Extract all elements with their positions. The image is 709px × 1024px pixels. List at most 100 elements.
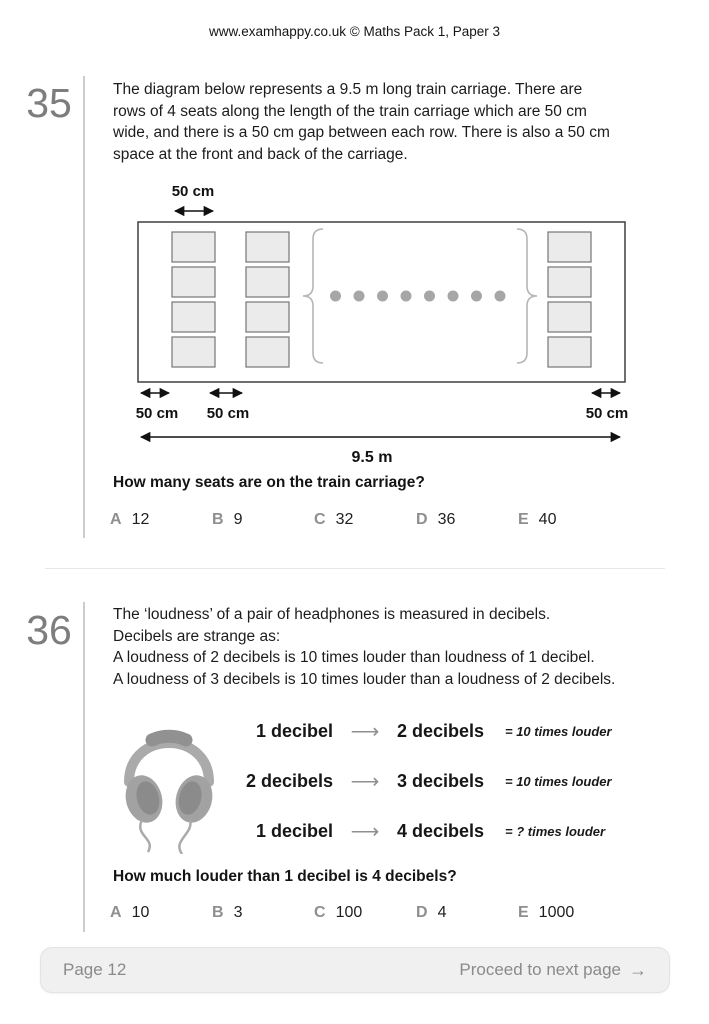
decibel-note: = 10 times louder <box>505 773 612 789</box>
decibel-from: 1 decibel <box>255 820 333 841</box>
question-36-rule <box>83 602 85 932</box>
question-divider <box>45 568 665 569</box>
seat-rect <box>245 301 290 333</box>
right-wire <box>178 819 192 854</box>
option-letter: A <box>110 904 122 921</box>
seat-rect <box>171 231 216 263</box>
seat-rect <box>245 231 290 263</box>
decibel-to: 2 decibels <box>397 720 485 741</box>
seat-rect <box>245 336 290 368</box>
dot <box>353 290 365 302</box>
question-35-prompt: The diagram below represents a 9.5 m lon… <box>113 79 610 166</box>
decibel-note: = ? times louder <box>505 823 606 839</box>
right-arrow-icon: ⟶ <box>350 770 380 793</box>
page-header-title: www.examhappy.co.uk © Maths Pack 1, Pape… <box>208 24 501 39</box>
seat-rect <box>171 336 216 368</box>
option-value: 3 <box>233 904 243 921</box>
option-a: A 10 <box>110 904 212 922</box>
option-value: 32 <box>335 511 354 528</box>
option-value: 40 <box>538 511 557 528</box>
hidden-rows-dots <box>330 290 506 302</box>
prompt-line: A loudness of 3 decibels is 10 times lou… <box>113 671 616 689</box>
left-earcup <box>125 775 163 823</box>
dot <box>330 290 341 302</box>
option-value: 1000 <box>538 904 575 921</box>
dot <box>494 290 506 302</box>
seat-rect <box>547 301 592 333</box>
page-number-label: Page 12 <box>63 960 127 979</box>
option-letter: D <box>416 904 428 921</box>
option-letter: B <box>212 904 224 921</box>
decibel-from: 1 decibel <box>255 720 333 741</box>
seat-rect <box>171 266 216 298</box>
left-brace <box>302 228 324 364</box>
right-arrow-icon: ⟶ <box>350 720 380 743</box>
question-35-text: How many seats are on the train carriage… <box>113 474 425 491</box>
question-36-text: How much louder than 1 decibel is 4 deci… <box>113 868 457 885</box>
headband-pad <box>145 729 193 747</box>
option-letter: B <box>212 511 224 528</box>
total-length-label: 9.5 m <box>352 449 393 466</box>
prompt-line: The ‘loudness’ of a pair of headphones i… <box>113 606 551 623</box>
seat-rect <box>245 266 290 298</box>
option-letter: C <box>314 511 326 528</box>
dot <box>471 290 482 302</box>
option-value: 12 <box>131 511 150 528</box>
footer-bar: Page 12 Proceed to next page → <box>40 947 670 993</box>
right-earcup <box>175 775 213 823</box>
back-gap-label: 50 cm <box>586 405 629 422</box>
dot <box>400 290 412 302</box>
decibel-row-1: 1 decibel ⟶ 2 decibels = 10 times louder <box>113 716 658 746</box>
seat-column-front <box>171 231 216 368</box>
carriage-outline <box>137 221 626 383</box>
dot <box>447 290 459 302</box>
decibel-note: = 10 times louder <box>505 723 612 739</box>
decibel-from: 2 decibels <box>245 770 333 791</box>
dot <box>377 290 388 302</box>
arrow-right-icon: → <box>629 959 647 980</box>
decibel-row-3: 1 decibel ⟶ 4 decibels = ? times louder <box>113 816 658 846</box>
dot <box>424 290 435 302</box>
train-carriage-diagram: 50 cm <box>136 183 629 466</box>
seat-rect <box>171 301 216 333</box>
option-letter: E <box>518 511 529 528</box>
prompt-line: wide, and there is a 50 cm gap between e… <box>113 124 610 142</box>
option-value: 100 <box>335 904 363 921</box>
row-gap-label: 50 cm <box>207 405 250 422</box>
right-arrow-icon: ⟶ <box>350 820 380 843</box>
headphones-icon <box>124 729 214 854</box>
prompt-line: rows of 4 seats along the length of the … <box>113 102 587 120</box>
option-letter: A <box>110 511 122 528</box>
seat-width-label: 50 cm <box>172 183 215 200</box>
seat-column-back <box>547 231 592 368</box>
option-letter: E <box>518 904 529 921</box>
proceed-label: Proceed to next page <box>459 960 621 979</box>
proceed-next-page-button[interactable]: Proceed to next page → <box>459 960 647 981</box>
seat-column-second <box>245 231 290 368</box>
prompt-line: A loudness of 2 decibels is 10 times lou… <box>113 649 595 667</box>
left-wire <box>139 819 151 853</box>
prompt-line: space at the front and back of the carri… <box>113 146 408 164</box>
front-gap-label: 50 cm <box>136 405 179 422</box>
option-c: C 100 <box>314 904 416 922</box>
headband <box>124 738 214 787</box>
option-d: D 36 <box>416 511 518 529</box>
prompt-line: The diagram below represents a 9.5 m lon… <box>113 81 583 98</box>
option-value: 4 <box>437 904 447 921</box>
option-value: 10 <box>131 904 150 921</box>
option-e: E 40 <box>518 511 620 529</box>
decibel-row-2: 2 decibels ⟶ 3 decibels = 10 times loude… <box>113 766 658 796</box>
option-letter: C <box>314 904 326 921</box>
option-c: C 32 <box>314 511 416 529</box>
question-36-number: 36 <box>26 607 72 653</box>
option-a: A 12 <box>110 511 212 529</box>
question-35-number: 35 <box>26 80 72 126</box>
right-brace <box>516 228 538 364</box>
option-e: E 1000 <box>518 904 620 922</box>
option-value: 36 <box>437 511 456 528</box>
option-letter: D <box>416 511 428 528</box>
